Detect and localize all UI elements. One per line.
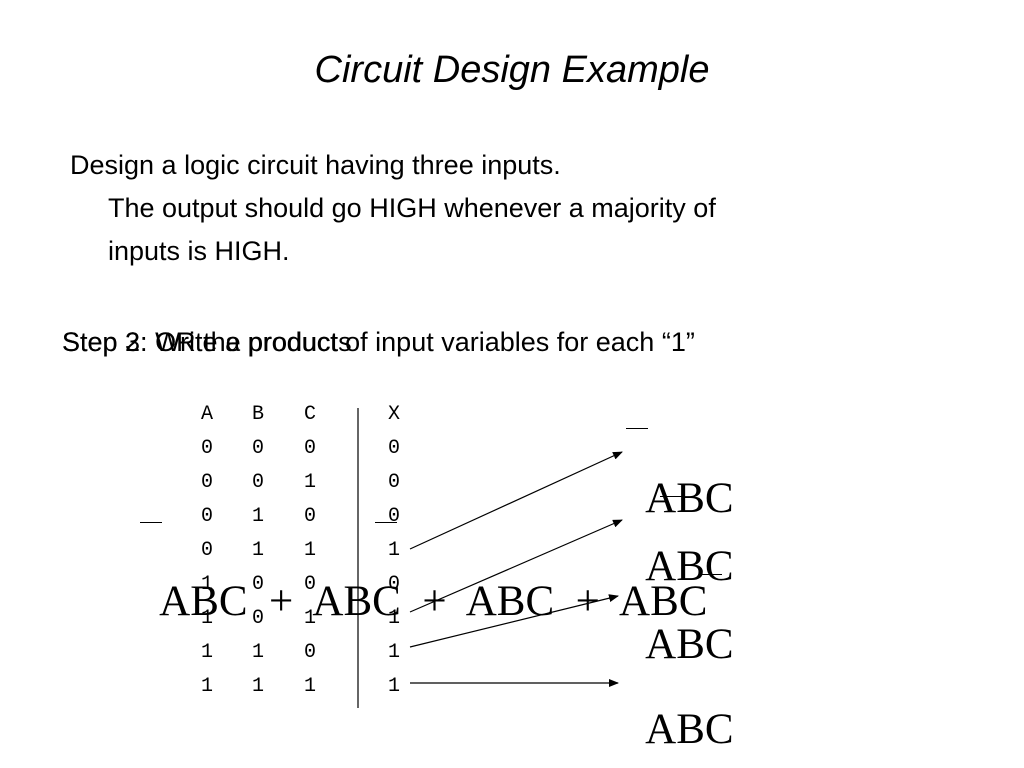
cell-a: 0 xyxy=(200,539,213,562)
cell-x: 0 xyxy=(387,471,400,494)
cell-a: 1 xyxy=(200,641,213,664)
step-3-caption: Step 3: OR the products xyxy=(62,327,352,357)
cell-c: 1 xyxy=(303,675,316,698)
cell-x: 1 xyxy=(387,675,400,698)
cell-a: 0 xyxy=(200,437,213,460)
header-c: C xyxy=(303,403,316,426)
expression-text: ABC + ABC + ABC + ABC xyxy=(159,578,708,625)
product-term-abar-b-c: ABC xyxy=(626,424,734,574)
cell-x: 0 xyxy=(387,437,400,460)
cell-b: 1 xyxy=(251,641,264,664)
cell-a: 1 xyxy=(200,573,213,596)
problem-line-1: Design a logic circuit having three inpu… xyxy=(70,150,561,180)
sum-of-products-expression: ABC + ABC + ABC + ABC xyxy=(140,522,708,727)
overbar-b xyxy=(660,496,682,497)
header-x: X xyxy=(387,403,400,426)
expr-overbar-a xyxy=(140,522,162,523)
cell-b: 0 xyxy=(251,437,264,460)
cell-b: 0 xyxy=(251,573,264,596)
cell-c: 1 xyxy=(303,539,316,562)
cell-x: 0 xyxy=(387,573,400,596)
term-text: ABC xyxy=(645,543,734,590)
header-b: B xyxy=(251,403,264,426)
cell-b: 1 xyxy=(251,505,264,528)
problem-line-3: inputs is HIGH. xyxy=(108,236,290,266)
cell-c: 1 xyxy=(303,471,316,494)
product-term-a-b-cbar: ABC xyxy=(626,570,734,720)
cell-c: 0 xyxy=(303,641,316,664)
arrow-row-011 xyxy=(409,451,623,550)
cell-c: 0 xyxy=(303,437,316,460)
cell-a: 1 xyxy=(200,607,213,630)
step-2-caption: Step 2: Write a product of input variabl… xyxy=(62,327,695,357)
cell-x: 1 xyxy=(387,607,400,630)
cell-c: 0 xyxy=(303,573,316,596)
cell-b: 1 xyxy=(251,675,264,698)
cell-b: 1 xyxy=(251,539,264,562)
overbar-a xyxy=(626,428,648,429)
arrow-row-110 xyxy=(409,594,619,648)
problem-line-2: The output should go HIGH whenever a maj… xyxy=(108,193,716,223)
term-text: ABC xyxy=(645,475,734,522)
cell-a: 0 xyxy=(200,471,213,494)
cell-b: 0 xyxy=(251,471,264,494)
slide-title: Circuit Design Example xyxy=(314,49,710,91)
header-a: A xyxy=(200,403,213,426)
cell-c: 0 xyxy=(303,505,316,528)
product-term-a-bbar-c: ABC xyxy=(626,492,734,642)
cell-a: 0 xyxy=(200,505,213,528)
expr-overbar-b xyxy=(375,522,397,523)
cell-a: 1 xyxy=(200,675,213,698)
cell-x: 1 xyxy=(387,641,400,664)
product-term-a-b-c: ABC xyxy=(626,655,734,755)
term-text: ABC xyxy=(645,621,734,668)
cell-x: 1 xyxy=(387,539,400,562)
overbar-c xyxy=(700,574,722,575)
arrow-row-101 xyxy=(409,519,623,613)
cell-c: 1 xyxy=(303,607,316,630)
term-text: ABC xyxy=(645,706,734,753)
cell-b: 0 xyxy=(251,607,264,630)
